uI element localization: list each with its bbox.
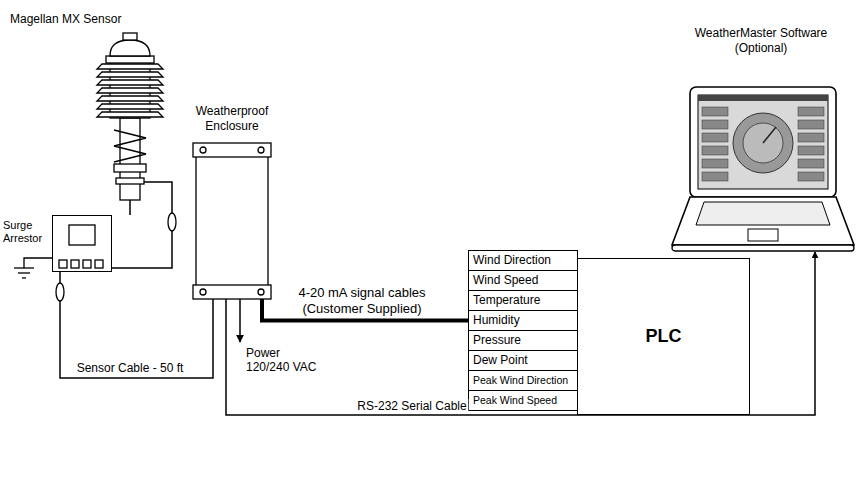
power-arrow [239, 299, 241, 342]
cable-gland [83, 260, 91, 268]
display-window [69, 225, 95, 245]
signal-name: Wind Direction [469, 253, 551, 267]
cable [129, 200, 131, 215]
wind-dome [110, 40, 150, 56]
radiation-shield-plate [97, 72, 163, 77]
software-screen [698, 95, 828, 189]
touchpad [748, 229, 778, 241]
laptop-edge [672, 245, 854, 251]
sensor-illustration: Magellan MX Sensor [10, 12, 170, 200]
radiation-shield-plate [97, 112, 163, 117]
plc-box: PLC [577, 258, 750, 415]
radiation-shield-plate [97, 64, 163, 69]
signal-box: Peak Wind Direction [468, 370, 578, 391]
cable [226, 252, 815, 415]
cable-gland [59, 260, 67, 268]
mounting-hole [200, 147, 206, 153]
cable [60, 272, 213, 378]
mounting-flange [193, 285, 271, 299]
laptop-screen-frame [690, 87, 836, 197]
enclosure-drawing [193, 143, 271, 299]
mounting-hole [200, 289, 206, 295]
node-title: Surge Arrestor [3, 219, 49, 245]
mounting-hole [258, 289, 264, 295]
signal-box: Pressure [468, 330, 578, 351]
node-title: Weatherproof Enclosure [187, 104, 277, 133]
enclosure-body [196, 155, 268, 287]
signal-box: Dew Point [468, 350, 578, 371]
signal-box: Peak Wind Speed [468, 390, 578, 411]
dome-base [106, 56, 154, 63]
mount-clamp [114, 164, 146, 172]
laptop-drawing [668, 85, 854, 252]
wind-rose [733, 113, 793, 173]
node-title: Magellan MX Sensor [10, 12, 121, 26]
readout-panel [702, 146, 728, 155]
signal-box: Wind Direction [468, 250, 578, 271]
cable-gland [71, 260, 79, 268]
mounting-hole [258, 147, 264, 153]
cable-connector [56, 283, 64, 301]
mount-clamp [116, 178, 144, 184]
ground-symbol [18, 272, 30, 273]
ground-symbol [14, 267, 34, 268]
surge-arrestor-box: Surge Arrestor [52, 215, 112, 272]
enclosure-box: Weatherproof Enclosure [193, 143, 271, 299]
title-bar [698, 95, 828, 101]
readout-panel [702, 107, 728, 116]
readout-panel [702, 159, 728, 168]
cable-label: RS-232 Serial Cable [355, 399, 468, 413]
signal-name: Pressure [469, 333, 521, 347]
node-title: WeatherMaster Software (Optional) [686, 26, 836, 55]
readout-panel [702, 120, 728, 129]
signal-name: Temperature [469, 293, 540, 307]
laptop-base [672, 197, 854, 245]
readout-panel [702, 133, 728, 142]
sensor-mast [120, 118, 140, 200]
signal-box: Wind Speed [468, 270, 578, 291]
readout-panel [798, 120, 824, 129]
sensor-drawing [10, 12, 170, 200]
radiation-shield-plate [97, 88, 163, 93]
signal-box: Temperature [468, 290, 578, 311]
readout-panel [702, 172, 728, 181]
cable-label: 4-20 mA signal cables (Customer Supplied… [285, 285, 439, 316]
mounting-spring [114, 130, 146, 162]
ground-symbol [22, 277, 26, 278]
readout-panel [798, 146, 824, 155]
cable-connector [168, 213, 176, 231]
signal-name: Humidity [469, 313, 520, 327]
readout-panel [798, 172, 824, 181]
mounting-flange [193, 143, 271, 157]
signal-name: Peak Wind Direction [469, 374, 568, 387]
readout-panel [798, 133, 824, 142]
cable-gland [95, 260, 103, 268]
signal-name: Peak Wind Speed [469, 394, 557, 407]
signal-name: Dew Point [469, 353, 528, 367]
keyboard [696, 202, 830, 225]
radiation-shield-plate [97, 104, 163, 109]
node-title: PLC [646, 326, 682, 348]
signal-name: Wind Speed [469, 273, 538, 287]
surge-drawing [53, 216, 111, 271]
signal-box: Humidity [468, 310, 578, 331]
readout-panel [798, 159, 824, 168]
cable-label: Sensor Cable - 50 ft [75, 361, 186, 375]
dome-cap [123, 33, 137, 40]
ground-wire [24, 258, 52, 268]
wind-needle [763, 127, 776, 143]
laptop-illustration: WeatherMaster Software (Optional) [668, 85, 854, 252]
power-label: Power 120/240 VAC [246, 346, 324, 375]
readout-panel [798, 107, 824, 116]
radiation-shield-plate [97, 80, 163, 85]
radiation-shield-plate [97, 96, 163, 101]
wind-rose [743, 123, 783, 163]
